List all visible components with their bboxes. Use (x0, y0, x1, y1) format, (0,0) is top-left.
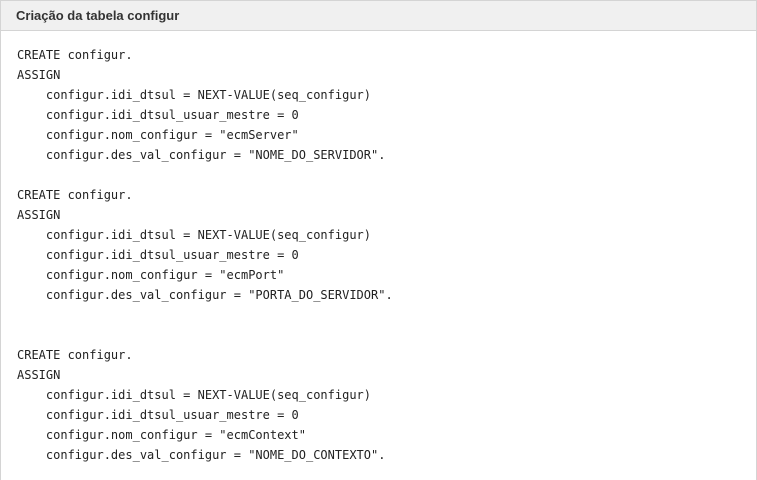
code-line: configur.des_val_configur = "NOME_DO_CON… (17, 448, 386, 462)
code-line: CREATE configur. (17, 188, 133, 202)
code-line: configur.idi_dtsul = NEXT-VALUE(seq_conf… (17, 228, 372, 242)
code-line: ASSIGN (17, 68, 61, 82)
code-line: CREATE configur. (17, 48, 133, 62)
code-line: configur.idi_dtsul = NEXT-VALUE(seq_conf… (17, 88, 372, 102)
code-line: configur.des_val_configur = "PORTA_DO_SE… (17, 288, 393, 302)
code-line: configur.idi_dtsul_usuar_mestre = 0 (17, 408, 299, 422)
code-line: configur.idi_dtsul_usuar_mestre = 0 (17, 108, 299, 122)
panel-title: Criação da tabela configur (16, 8, 180, 23)
code-line: configur.nom_configur = "ecmPort" (17, 268, 285, 282)
code-line: configur.nom_configur = "ecmServer" (17, 128, 299, 142)
code-line: configur.idi_dtsul = NEXT-VALUE(seq_conf… (17, 388, 372, 402)
code-line: configur.idi_dtsul_usuar_mestre = 0 (17, 248, 299, 262)
code-line (17, 165, 756, 185)
code-line: configur.des_val_configur = "NOME_DO_SER… (17, 148, 386, 162)
code-line (17, 325, 756, 345)
panel-header: Criação da tabela configur (1, 0, 756, 31)
code-line: ASSIGN (17, 368, 61, 382)
code-line: CREATE configur. (17, 348, 133, 362)
code-line (17, 305, 756, 325)
code-line: configur.nom_configur = "ecmContext" (17, 428, 306, 442)
code-block[interactable]: CREATE configur. ASSIGN configur.idi_dts… (1, 31, 756, 465)
code-line: ASSIGN (17, 208, 61, 222)
